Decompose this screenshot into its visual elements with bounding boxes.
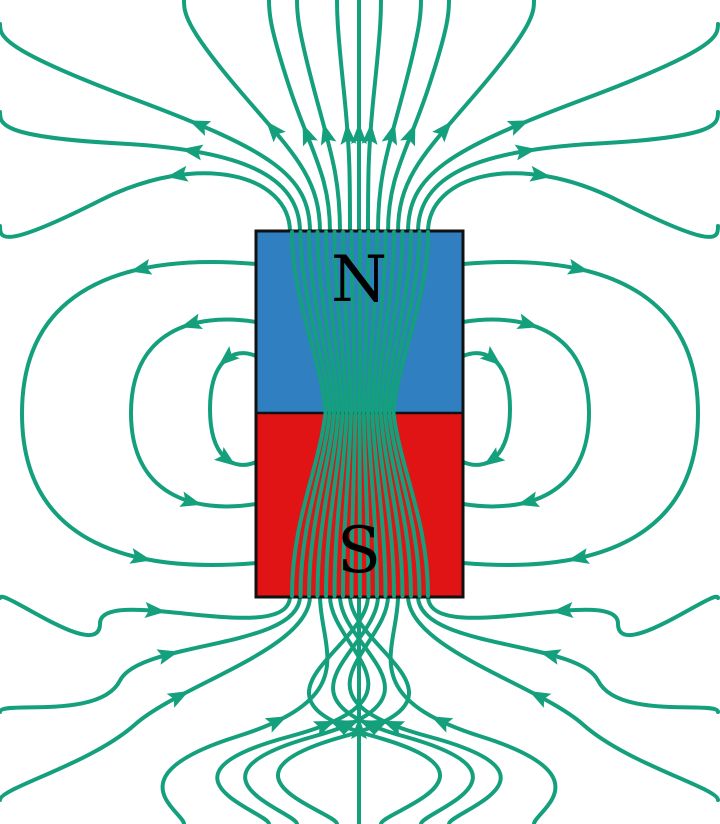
arrow-bottom-left-3 <box>312 720 336 737</box>
arrow-bottom-right-4 <box>430 716 454 733</box>
arrow-top-left-7 <box>166 165 189 182</box>
field-line-top-right-3 <box>386 0 451 234</box>
field-loop-right-1 <box>461 260 701 567</box>
arrow-top-left-4 <box>266 121 286 143</box>
internal-field-line-11 <box>365 230 379 598</box>
field-line-bottom-left-2 <box>243 594 387 824</box>
arrow-top-right-1 <box>361 123 378 145</box>
field-line-top-right-4 <box>396 0 536 234</box>
field-line-bottom-right-3 <box>347 594 503 824</box>
arrow-bottom-left-4 <box>264 716 288 733</box>
internal-field-line-1 <box>290 230 328 598</box>
field-loop-left-1 <box>19 260 258 567</box>
internal-field-line-13 <box>374 230 396 598</box>
arrow-bottom-left-2 <box>336 719 360 736</box>
arrow-center-bottom <box>351 718 368 739</box>
arrow-loop-right-1-in <box>567 548 590 564</box>
internal-field-line-8 <box>349 230 358 598</box>
arrow-top-right-2 <box>381 123 398 146</box>
field-line-top-left-2 <box>295 0 342 234</box>
internal-field-line-7 <box>341 230 354 598</box>
internal-field-line-17 <box>391 230 430 598</box>
internal-field-line-12 <box>370 230 388 598</box>
arrow-bottom-right-7 <box>551 602 574 618</box>
field-loop-right-2 <box>461 317 592 509</box>
arrow-loop-left-1-in <box>129 548 152 564</box>
arrow-top-right-7 <box>529 165 552 182</box>
internal-field-lines <box>290 230 430 598</box>
arrow-bottom-right-5 <box>529 690 552 708</box>
field-line-top-left-3 <box>267 0 332 234</box>
arrow-bottom-left-6 <box>156 649 179 665</box>
arrow-top-right-3 <box>400 123 416 147</box>
field-line-bottom-left-4 <box>160 594 330 824</box>
field-line-top-right-5 <box>406 22 720 234</box>
arrow-bottom-right-6 <box>539 649 562 665</box>
internal-field-line-15 <box>382 230 413 598</box>
internal-field-line-16 <box>387 230 422 598</box>
arrow-top-left-1 <box>340 123 357 145</box>
arrow-loop-right-3-in <box>483 447 506 466</box>
field-arrows <box>129 120 590 739</box>
field-line-bottom-right-7 <box>426 594 720 638</box>
field-line-bottom-right-6 <box>416 594 720 714</box>
arrow-loop-right-1-out <box>566 258 590 275</box>
internal-field-line-14 <box>378 230 405 598</box>
field-line-bottom-left-6 <box>0 594 302 714</box>
internal-field-line-4 <box>315 230 341 598</box>
field-line-top-left-4 <box>182 0 322 234</box>
field-loop-left-3 <box>207 351 258 467</box>
field-line-bottom-left-5 <box>0 594 312 802</box>
south-label: S <box>337 514 381 588</box>
field-line-bottom-right-1 <box>307 594 442 824</box>
arrow-bottom-left-5 <box>166 690 189 708</box>
arrow-top-left-2 <box>320 123 337 146</box>
field-line-top-right-7 <box>426 171 720 239</box>
arrow-bottom-left-7 <box>144 602 167 618</box>
arrow-bottom-right-2 <box>358 719 382 736</box>
arrow-loop-left-2-in <box>179 491 202 507</box>
arrow-loop-left-2-out <box>180 313 203 330</box>
arrow-loop-right-2-in <box>517 491 540 507</box>
arrow-loop-left-1-out <box>130 258 153 275</box>
internal-field-line-2 <box>298 230 332 598</box>
field-line-bottom-right-2 <box>331 594 475 824</box>
internal-field-line-10 <box>361 230 371 598</box>
field-loop-right-3 <box>461 351 513 467</box>
field-line-top-left-1 <box>335 0 352 234</box>
internal-field-line-5 <box>324 230 345 598</box>
field-line-bottom-left-7 <box>0 594 292 638</box>
arrow-top-right-6 <box>514 144 537 161</box>
arrow-loop-left-3-in <box>214 446 236 466</box>
north-label: N <box>331 243 387 317</box>
arrow-loop-right-2-out <box>516 313 539 330</box>
field-loop-left-2 <box>128 317 258 509</box>
field-line-top-right-2 <box>376 0 423 234</box>
internal-field-line-9 <box>357 230 362 598</box>
arrow-top-left-5 <box>188 120 212 136</box>
field-line-top-right-6 <box>416 110 720 234</box>
arrow-bottom-right-3 <box>382 720 406 737</box>
field-line-top-left-7 <box>0 171 292 239</box>
arrow-loop-left-3-out <box>218 346 240 366</box>
field-line-bottom-right-5 <box>406 594 720 802</box>
arrow-top-right-4 <box>432 121 452 143</box>
arrow-loop-right-3-out <box>479 345 502 366</box>
field-line-bottom-right-4 <box>388 594 558 824</box>
arrow-center-top <box>351 123 367 144</box>
internal-field-line-6 <box>332 230 349 598</box>
field-line-top-left-6 <box>0 110 302 234</box>
arrow-top-left-3 <box>302 123 318 147</box>
field-line-top-right-1 <box>366 0 383 234</box>
field-line-bottom-left-3 <box>215 594 371 824</box>
field-line-bottom-left-1 <box>276 594 411 824</box>
field-line-top-left-5 <box>0 22 312 234</box>
arrow-top-left-6 <box>181 144 204 161</box>
arrow-top-right-5 <box>506 120 530 136</box>
internal-field-line-3 <box>307 230 337 598</box>
